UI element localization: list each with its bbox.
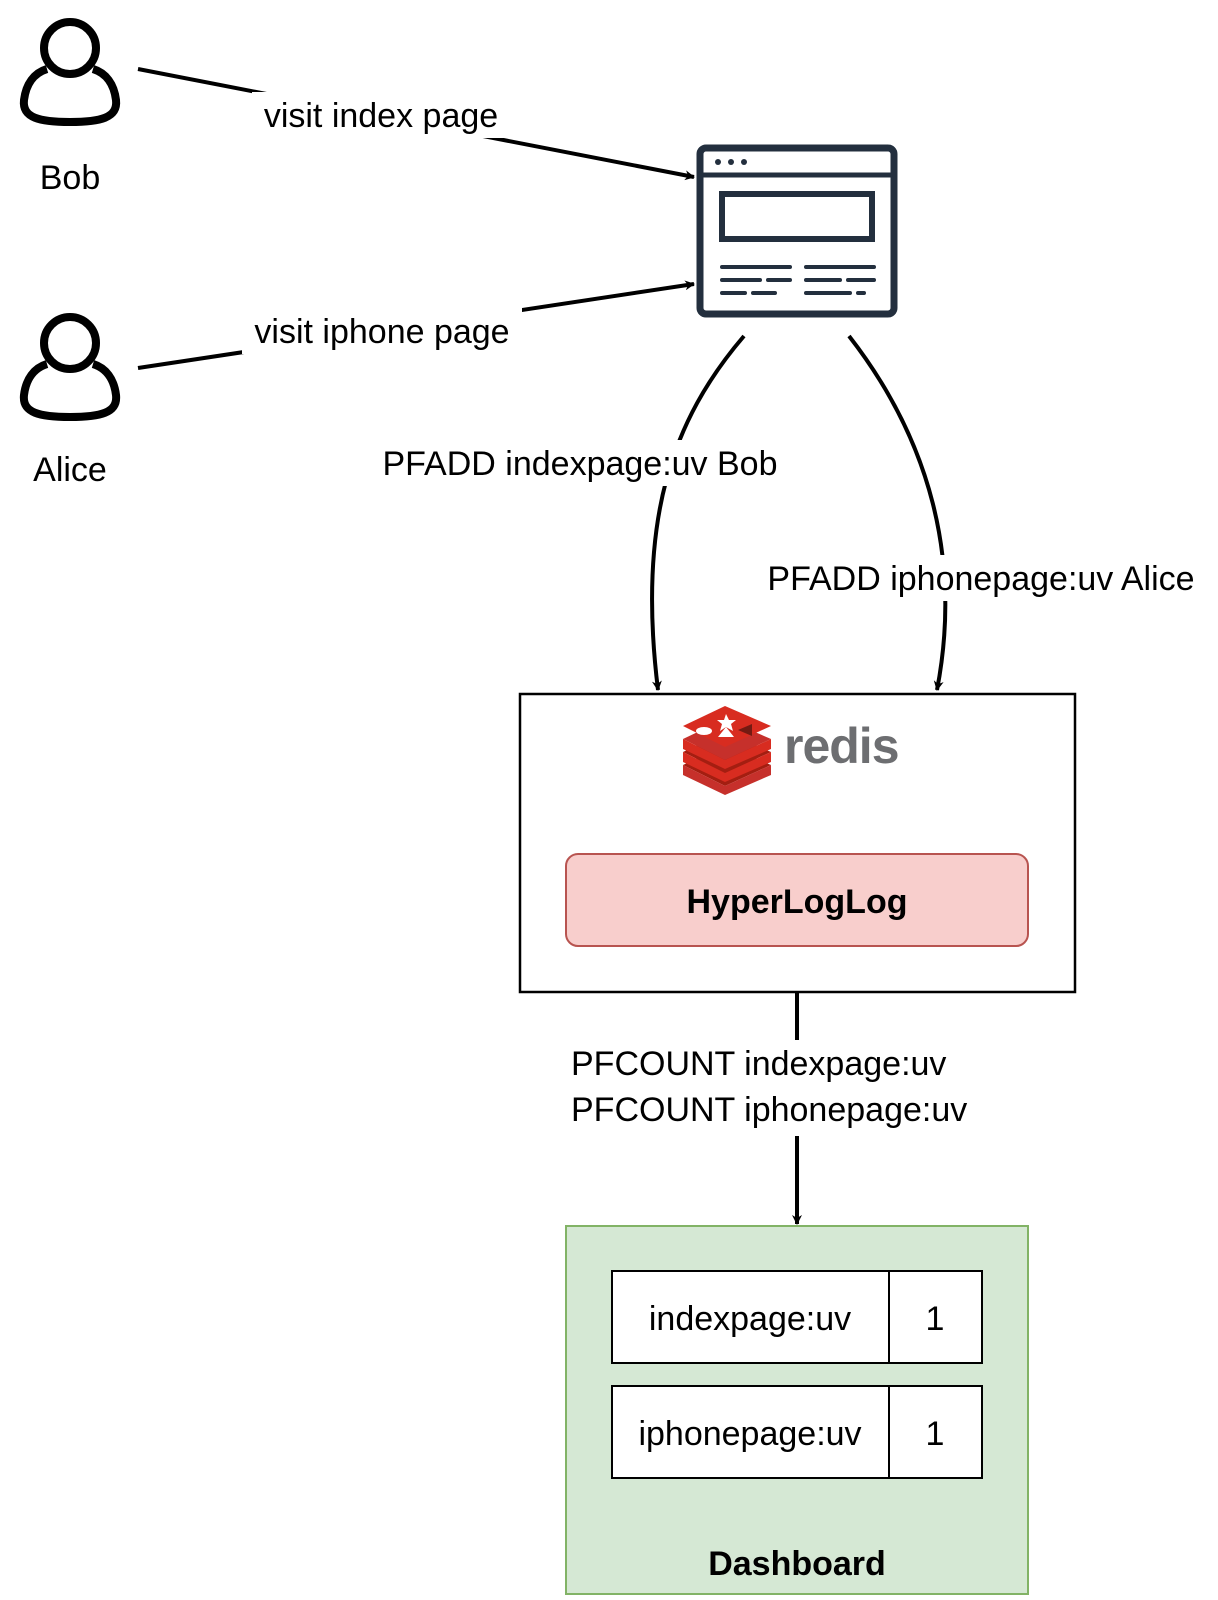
user-icon (19, 18, 121, 127)
actor-alice: Alice (19, 313, 121, 489)
edge-label: PFCOUNT iphonepage:uv (571, 1091, 967, 1129)
edge-pfadd-index: PFADD indexpage:uv Bob (364, 334, 796, 691)
edge-label: PFCOUNT indexpage:uv (571, 1045, 946, 1083)
browser-window-icon (696, 144, 898, 318)
dashboard-row: indexpage:uv 1 (611, 1270, 983, 1364)
hyperloglog-label: HyperLogLog (687, 883, 908, 921)
actor-name-label: Bob (40, 159, 101, 197)
edge-bob-to-page: visit index page (137, 67, 695, 181)
user-icon (19, 313, 121, 422)
dashboard-title: Dashboard (708, 1545, 886, 1583)
edge-label: PFADD iphonepage:uv Alice (767, 560, 1194, 598)
edge-label: visit iphone page (254, 313, 509, 351)
metric-key: indexpage:uv (649, 1300, 851, 1338)
metric-value: 1 (926, 1415, 945, 1453)
metric-key: iphonepage:uv (638, 1415, 861, 1453)
edge-label: visit index page (264, 97, 498, 135)
edge-pfadd-iphone: PFADD iphonepage:uv Alice (748, 334, 1214, 691)
dashboard-row: iphonepage:uv 1 (611, 1385, 983, 1479)
redis-logo-text: redis (784, 718, 899, 774)
redis-logo-icon (683, 706, 771, 795)
dashboard: indexpage:uv 1 iphonepage:uv 1 Dashboard (565, 1225, 1029, 1595)
redis-container: redis HyperLogLog (518, 692, 1077, 994)
edge-pfcount: PFCOUNT indexpage:uv PFCOUNT iphonepage:… (566, 992, 1006, 1225)
actor-name-label: Alice (33, 451, 107, 489)
hyperloglog-box (565, 853, 1029, 947)
edge-label: PFADD indexpage:uv Bob (382, 445, 777, 483)
metric-value: 1 (926, 1300, 945, 1338)
actor-bob: Bob (19, 18, 121, 197)
edge-alice-to-page: visit iphone page (137, 280, 695, 370)
